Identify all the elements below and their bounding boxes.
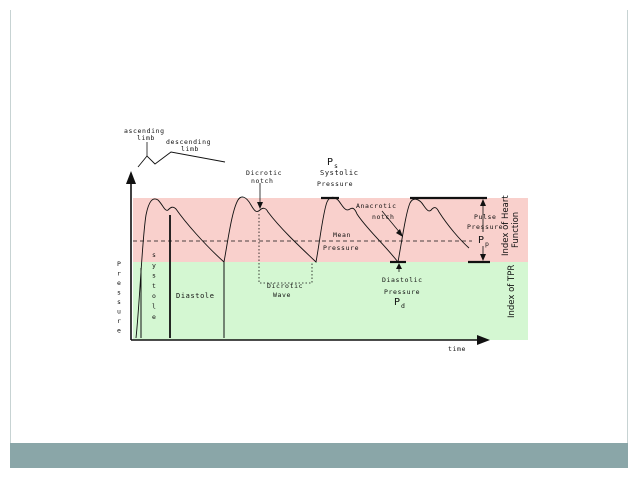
descending-limb-label: limb [181,145,199,153]
pp-symbol: P [478,235,484,246]
ps-subscript: s [334,162,339,170]
slide-frame-right [627,10,628,443]
time-axis-label: time [448,345,466,353]
descending-label: descending [166,138,211,146]
systole-letter: t [152,282,157,290]
pressure-letter: P [117,260,122,268]
anacrotic-notch-arrow-head [396,229,403,237]
mean-label-1: Mean [333,231,351,239]
heart-function-zone [133,198,528,262]
pd-symbol: P [394,297,400,308]
systole-letter: l [152,303,157,311]
ascending-limb-label: limb [137,134,155,142]
slide-frame-left [10,10,11,443]
index-heart-label-2: Function [511,212,521,248]
dicrotic-wave-bracket [258,214,313,284]
footer-bar [10,443,628,468]
pressure-axis-label: Pressure [117,260,122,335]
pressure-letter: s [117,289,122,297]
systole-letter: s [152,251,157,259]
pulse-label-2: Pressure [467,223,503,231]
pp-subscript: p [485,240,490,248]
dicrotic-notch-label-1: Dicrotic [246,169,282,177]
ascending-label: ascending [124,127,165,135]
index-heart-label-1: Index of Heart [501,195,511,256]
x-axis-arrow [477,335,490,345]
tpr-zone [133,262,528,340]
diastolic-pressure-label-1: Diastolic [382,276,423,284]
pd-subscript: d [401,302,406,310]
anacrotic-label-2: notch [372,213,395,221]
systolic-label-2: Pressure [317,180,353,188]
diastolic-pressure-label-2: Pressure [384,288,420,296]
pressure-letter: e [117,327,122,335]
pressure-letter: s [117,298,122,306]
index-tpr-label: Index of TPR [507,265,517,318]
pulse-arrow-up-head [480,199,486,206]
systole-letter: e [152,313,157,321]
dicrotic-wave-label-2: Wave [273,291,291,299]
pressure-letter: r [117,317,122,325]
systole-letter: o [152,292,157,300]
pressure-waveform [135,196,470,339]
pressure-letter: u [117,308,122,316]
pressure-letter: r [117,270,122,278]
diastolic-arrow-head [396,263,402,269]
systolic-label-1: Systolic [320,169,359,177]
y-axis-arrow [126,171,136,184]
diastole-label: Diastole [176,292,215,300]
pulse-label-1: Pulse [474,213,497,221]
systole-letter: s [152,272,157,280]
dicrotic-wave-label-1: Dicrotic [267,282,303,290]
pulse-arrow-down-head [480,254,486,261]
systole-letter: y [152,261,157,269]
pressure-letter: e [117,279,122,287]
dicrotic-notch-label-2: notch [251,177,274,185]
ps-symbol: P [327,157,333,168]
limb-sketch [137,151,226,168]
dicrotic-notch-arrow-head [257,202,263,209]
anacrotic-notch-arrow-line [381,210,402,235]
mean-label-2: Pressure [323,244,359,252]
anacrotic-label-1: Anacrotic [356,202,397,210]
